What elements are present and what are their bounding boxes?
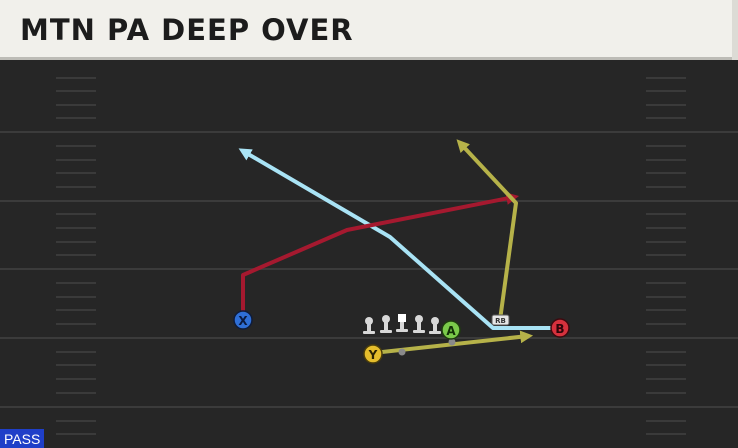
play-title-banner: MTN PA DEEP OVER	[0, 0, 738, 60]
route-b-deep-post	[238, 148, 558, 330]
lineman-icon	[413, 315, 425, 333]
offensive-line	[363, 314, 441, 334]
rb-label: RB	[495, 317, 506, 325]
player-y[interactable]: Y	[363, 344, 383, 364]
rb-badge[interactable]: RB	[491, 314, 510, 326]
lineman-icon	[429, 317, 441, 334]
yard-lines	[0, 131, 738, 408]
play-title: MTN PA DEEP OVER	[20, 13, 354, 47]
route-x-deep-over	[241, 192, 520, 320]
hash-marks-right	[646, 77, 686, 435]
hash-marks-left	[56, 77, 96, 435]
center-icon	[396, 314, 408, 332]
lineman-icon	[380, 315, 392, 333]
motion-dot	[398, 348, 406, 356]
banner-edge	[732, 0, 738, 60]
lineman-icon	[363, 317, 375, 334]
motion-dot	[448, 338, 456, 346]
route-rb-wheel	[456, 139, 518, 321]
player-b-label: B	[555, 322, 564, 336]
player-x[interactable]: X	[233, 310, 253, 330]
player-a-label: A	[446, 324, 456, 338]
playfield: RB X Y A B	[0, 77, 738, 435]
player-b[interactable]: B	[550, 318, 570, 338]
player-x-label: X	[238, 314, 248, 328]
play-type-tag: PASS	[0, 429, 45, 448]
player-a[interactable]: A	[441, 320, 461, 340]
player-y-label: Y	[368, 348, 378, 362]
